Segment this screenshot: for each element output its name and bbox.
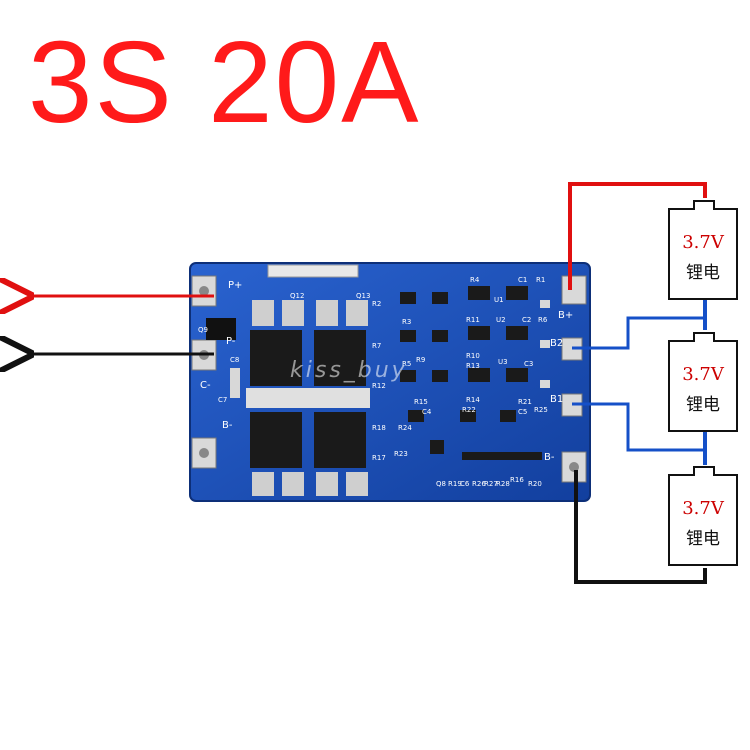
small-components [206,286,550,460]
label-c1: C1 [518,276,527,284]
pad-label-b2: B2 [550,338,563,349]
label-r14: R14 [466,396,480,404]
label-r24: R24 [398,424,412,432]
pad-label-c-minus: C- [200,380,211,391]
cell-voltage: 3.7V [682,364,724,385]
label-r4: R4 [470,276,480,284]
cell-label: 锂电 [686,529,720,549]
label-c8: C8 [230,356,239,364]
label-q13: Q13 [356,292,370,300]
pad-label-b-minus-left: B- [222,420,233,431]
pad-label-p-minus: P- [226,336,236,347]
cell-label: 锂电 [686,395,720,415]
label-r5: R5 [402,360,411,368]
label-r10: R10 [466,352,480,360]
pad-label-b-plus: B+ [558,310,573,321]
battery-terminal [693,466,715,476]
label-r22: R22 [462,406,476,414]
label-u3: U3 [498,358,508,366]
wire-b-plus [568,182,707,290]
label-r3: R3 [402,318,411,326]
wire-b2 [572,316,705,350]
cell-voltage: 3.7V [682,232,724,253]
label-r6: R6 [538,316,548,324]
component-labels: Q12 Q13 C8 C7 R1 R2 R3 R4 R5 R6 R7 R9 R1… [198,276,548,488]
label-q8: Q8 [436,480,446,488]
label-r2: R2 [372,300,381,308]
label-r15: R15 [414,398,428,406]
battery-cell-2: 3.7V 锂电 [668,332,738,432]
wire-b-minus [574,470,707,584]
label-r28: R28 [496,480,510,488]
battery-terminal [693,332,715,342]
label-r11: R11 [466,316,480,324]
label-q9: Q9 [198,326,208,334]
label-r18: R18 [372,424,386,432]
battery-cell-1: 3.7V 锂电 [668,200,738,300]
label-c5: C5 [518,408,527,416]
label-u2: U2 [496,316,506,324]
battery-cell-3: 3.7V 锂电 [668,466,738,566]
label-c6: C6 [460,480,470,488]
label-u1: U1 [494,296,504,304]
battery-terminal [693,200,715,210]
label-c2: C2 [522,316,531,324]
label-r1: R1 [536,276,545,284]
label-q12: Q12 [290,292,304,300]
label-r13: R13 [466,362,480,370]
label-r12: R12 [372,382,386,390]
label-r17: R17 [372,454,386,462]
label-r19: R19 [448,480,462,488]
watermark-text: kiss_buy [290,358,408,383]
label-r21: R21 [518,398,532,406]
mosfets [246,300,370,496]
cell-voltage: 3.7V [682,498,724,519]
label-r27: R27 [484,480,498,488]
label-r25: R25 [534,406,548,414]
label-c7: C7 [218,396,227,404]
pad-label-p-plus: P+ [228,280,242,291]
pad-label-b1: B1 [550,394,563,405]
balance-connector [267,264,359,278]
label-r16: R16 [510,476,524,484]
label-r9: R9 [416,356,425,364]
cell-label: 锂电 [686,263,720,283]
label-c3: C3 [524,360,533,368]
label-r23: R23 [394,450,408,458]
wire-b1 [572,402,705,452]
product-title: 3S 20A [28,17,421,147]
silkscreen-labels: P+ P- C- B- B+ B2 B1 B- [200,280,573,463]
pad-label-b-minus-right: B- [544,452,555,463]
label-r26: R26 [472,480,486,488]
label-c4: C4 [422,408,432,416]
label-r20: R20 [528,480,542,488]
label-r7: R7 [372,342,381,350]
